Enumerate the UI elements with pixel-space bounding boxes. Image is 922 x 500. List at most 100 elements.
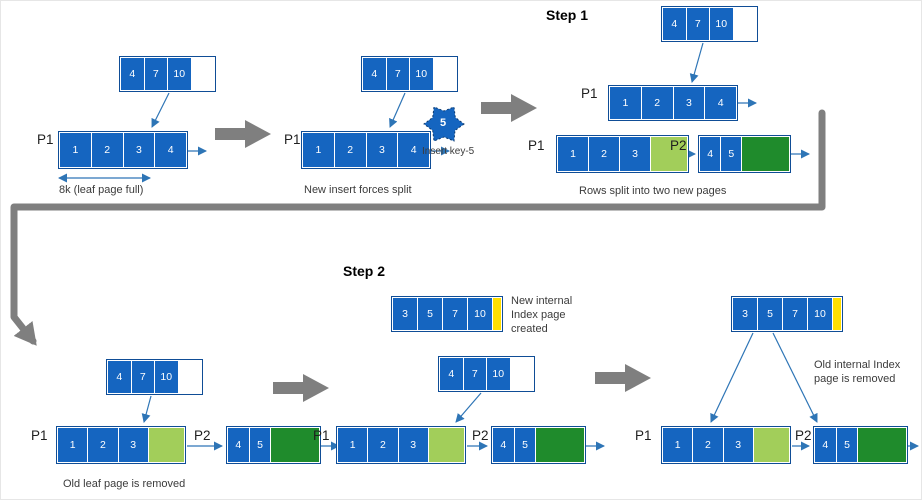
flow-arrow-step1-a bbox=[215, 120, 271, 148]
page-cell: 10 bbox=[710, 8, 733, 40]
leaf-full-caption: 8k (leaf page full) bbox=[59, 184, 144, 196]
s2b-p1-page: 1 2 3 bbox=[336, 426, 466, 464]
s2b-new-index-page: 3 5 7 10 bbox=[391, 296, 503, 332]
page-cell-highlight bbox=[493, 298, 501, 330]
page-cell-empty bbox=[510, 358, 533, 390]
s1c-index-page: 4 7 10 bbox=[661, 6, 758, 42]
old-internal-caption: Old internal Index page is removed bbox=[814, 359, 901, 385]
flow-arrow-step1-b bbox=[481, 94, 537, 122]
new-internal-caption: New internal Index page created bbox=[511, 295, 573, 335]
s2c-new-index-page: 3 5 7 10 bbox=[731, 296, 843, 332]
page-cell: 2 bbox=[88, 428, 118, 462]
page-cell: 7 bbox=[443, 298, 467, 330]
page-cell: 3 bbox=[620, 137, 650, 171]
page-cell: 4 bbox=[815, 428, 836, 462]
p1-label: P1 bbox=[37, 132, 54, 147]
page-cell: 4 bbox=[108, 361, 131, 393]
page-cell-free-space bbox=[651, 137, 687, 171]
page-cell: 3 bbox=[673, 87, 705, 119]
page-cell: 4 bbox=[363, 58, 386, 90]
page-cell: 4 bbox=[155, 133, 186, 167]
page-cell: 4 bbox=[663, 8, 686, 40]
page-cell: 3 bbox=[733, 298, 757, 330]
page-cell-free-space bbox=[858, 428, 907, 462]
insert-key-value: 5 bbox=[440, 117, 447, 129]
flow-arrow-step2-b bbox=[595, 364, 651, 392]
p1-label: P1 bbox=[528, 138, 545, 153]
page-cell-free-space bbox=[428, 428, 464, 462]
page-cell: 7 bbox=[463, 358, 486, 390]
page-cell: 3 bbox=[398, 428, 428, 462]
page-cell: 5 bbox=[514, 428, 536, 462]
p1-label: P1 bbox=[284, 132, 301, 147]
pointer-arrow bbox=[689, 42, 704, 83]
old-leaf-caption: Old leaf page is removed bbox=[63, 478, 186, 490]
page-cell: 10 bbox=[487, 358, 510, 390]
s1a-leaf-page: 1 2 3 4 bbox=[58, 131, 188, 169]
pointer-arrow bbox=[455, 392, 482, 423]
wrap-around-arrow bbox=[10, 109, 826, 346]
page-cell-empty bbox=[433, 58, 456, 90]
page-cell: 5 bbox=[836, 428, 858, 462]
page-cell: 1 bbox=[303, 133, 334, 167]
step2-heading: Step 2 bbox=[343, 263, 386, 279]
s2a-p2-page: 4 5 bbox=[226, 426, 321, 464]
page-cell: 1 bbox=[663, 428, 693, 462]
s1a-index-page: 4 7 10 bbox=[119, 56, 216, 92]
page-cell: 10 bbox=[468, 298, 492, 330]
page-cell: 10 bbox=[168, 58, 191, 90]
step1-heading: Step 1 bbox=[546, 7, 589, 23]
s2c-p1-page: 1 2 3 bbox=[661, 426, 791, 464]
page-cell: 4 bbox=[705, 87, 736, 119]
page-cell: 5 bbox=[758, 298, 782, 330]
page-cell-free-space bbox=[742, 137, 789, 171]
page-cell: 7 bbox=[144, 58, 167, 90]
p2-label: P2 bbox=[194, 428, 211, 443]
insert-split-caption: New insert forces split bbox=[304, 184, 412, 196]
pointer-arrow bbox=[151, 92, 170, 128]
page-cell-free-space bbox=[271, 428, 320, 462]
s2b-index-page: 4 7 10 bbox=[438, 356, 535, 392]
s1b-leaf-page: 1 2 3 4 bbox=[301, 131, 431, 169]
s2c-p2-page: 4 5 bbox=[813, 426, 908, 464]
page-cell: 4 bbox=[700, 137, 721, 171]
pointer-arrow bbox=[141, 395, 152, 423]
page-cell-free-space bbox=[753, 428, 789, 462]
page-cell-free-space bbox=[536, 428, 585, 462]
page-cell: 1 bbox=[60, 133, 91, 167]
page-cell: 5 bbox=[721, 137, 742, 171]
page-cell: 4 bbox=[228, 428, 249, 462]
page-cell: 2 bbox=[693, 428, 723, 462]
page-cell: 3 bbox=[123, 133, 155, 167]
page-cell: 7 bbox=[686, 8, 709, 40]
page-cell: 2 bbox=[334, 133, 366, 167]
page-cell: 4 bbox=[121, 58, 144, 90]
page-cell: 10 bbox=[808, 298, 832, 330]
page-cell: 5 bbox=[418, 298, 442, 330]
page-cell: 2 bbox=[641, 87, 673, 119]
page-cell: 3 bbox=[366, 133, 398, 167]
page-cell: 7 bbox=[783, 298, 807, 330]
page-cell: 10 bbox=[410, 58, 433, 90]
page-cell: 2 bbox=[368, 428, 398, 462]
page-cell: 4 bbox=[440, 358, 463, 390]
page-cell: 2 bbox=[589, 137, 619, 171]
insert-key-caption: Insert key-5 bbox=[422, 146, 475, 157]
page-cell: 5 bbox=[249, 428, 271, 462]
pointer-arrow bbox=[389, 92, 406, 128]
page-cell-empty bbox=[733, 8, 756, 40]
page-cell-empty bbox=[178, 361, 201, 393]
page-cell: 4 bbox=[398, 133, 429, 167]
rows-split-caption: Rows split into two new pages bbox=[579, 185, 727, 197]
s1b-index-page: 4 7 10 bbox=[361, 56, 458, 92]
s1c-p1-page: 1 2 3 bbox=[556, 135, 689, 173]
p2-label: P2 bbox=[472, 428, 489, 443]
page-cell: 2 bbox=[91, 133, 123, 167]
page-cell: 3 bbox=[393, 298, 417, 330]
flow-arrow-step2-a bbox=[273, 374, 329, 402]
p2-label: P2 bbox=[670, 138, 687, 153]
page-cell-empty bbox=[191, 58, 214, 90]
page-cell: 1 bbox=[58, 428, 88, 462]
